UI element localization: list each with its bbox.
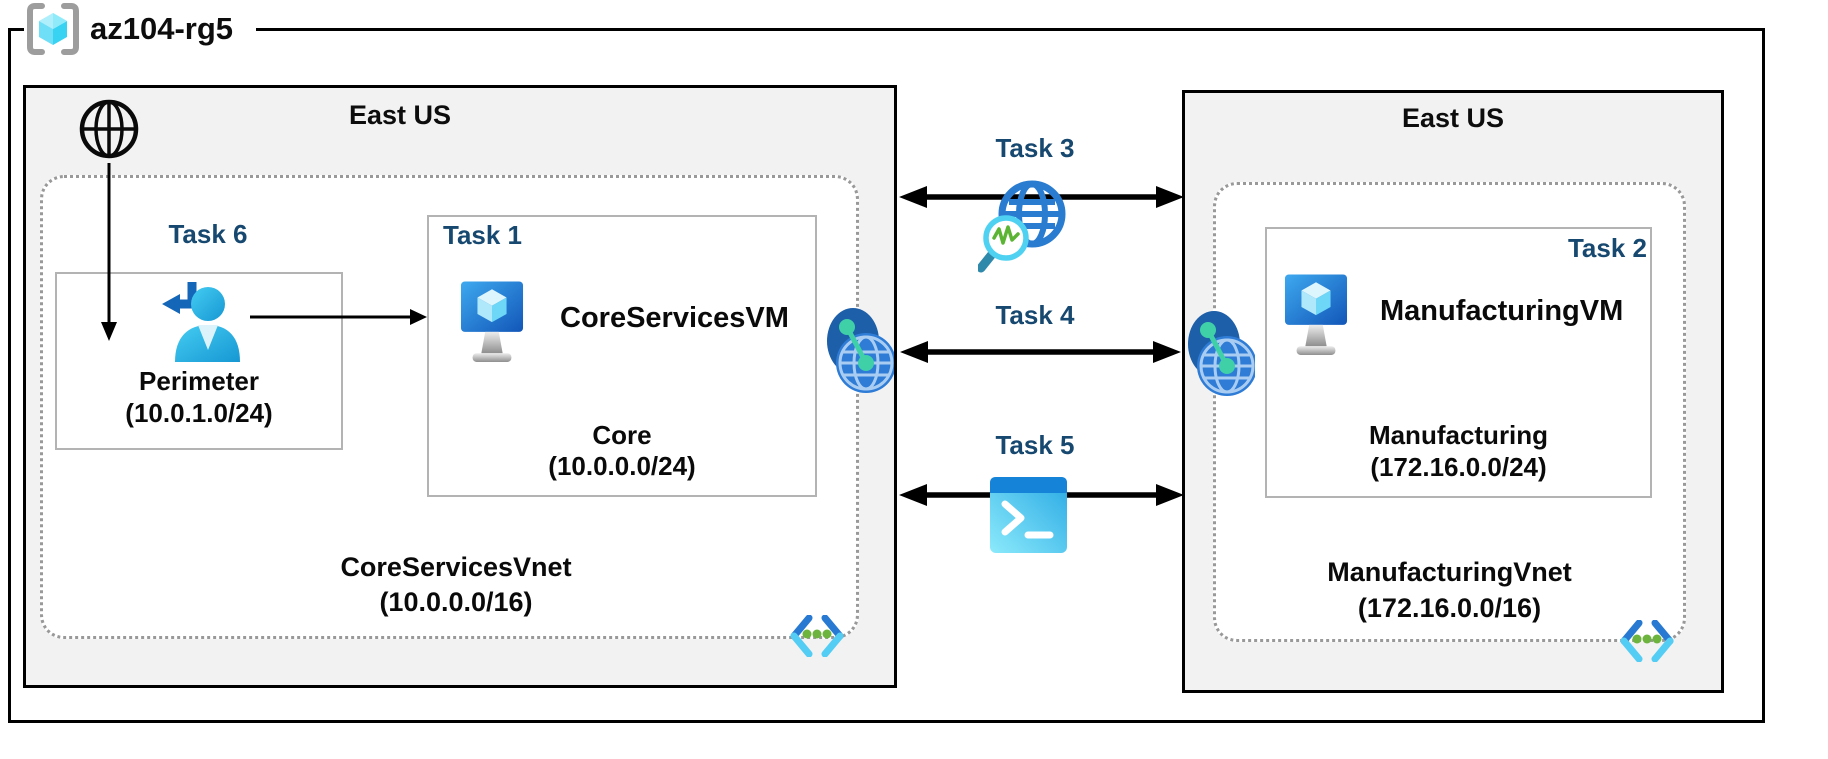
manufacturing-vnet-cidr: (172.16.0.0/16): [1357, 593, 1542, 623]
manufacturing-subnet-box: [1265, 227, 1652, 498]
task3-label: Task 3: [995, 133, 1075, 163]
virtual-machine-icon: [460, 281, 524, 362]
user-signin-icon: [162, 282, 240, 362]
vnet-peering-icon: [827, 308, 894, 393]
right-region-location: East US: [1401, 103, 1505, 133]
resource-group-icon: [27, 3, 79, 55]
task6-label: Task 6: [168, 219, 248, 249]
task5-label: Task 5: [995, 430, 1075, 460]
perimeter-subnet-cidr: (10.0.1.0/24): [125, 398, 273, 428]
core-vnet-cidr: (10.0.0.0/16): [379, 587, 533, 617]
virtual-network-icon: [790, 615, 844, 657]
manufacturing-subnet-cidr: (172.16.0.0/24): [1370, 452, 1547, 482]
perimeter-subnet-name: Perimeter: [139, 366, 259, 396]
vnet-peering-icon: [1188, 311, 1255, 396]
internet-globe-icon: [79, 99, 139, 159]
resource-group-name: az104-rg5: [90, 11, 234, 46]
cloud-shell-icon: [990, 477, 1067, 553]
resource-group-title-area: az104-rg5: [24, 0, 256, 58]
manufacturing-vm-name: ManufacturingVM: [1380, 295, 1624, 327]
task1-label: Task 1: [443, 220, 523, 250]
network-watcher-icon: [978, 180, 1066, 273]
virtual-network-icon: [1620, 620, 1674, 662]
core-subnet-name: Core: [592, 420, 652, 450]
core-subnet-cidr: (10.0.0.0/24): [548, 451, 696, 481]
core-vnet-name: CoreServicesVnet: [340, 552, 572, 582]
task2-label: Task 2: [1567, 233, 1647, 263]
virtual-machine-icon: [1284, 274, 1348, 355]
manufacturing-vnet-name: ManufacturingVnet: [1327, 557, 1572, 587]
resource-group-box: [8, 28, 1765, 723]
manufacturing-subnet-name: Manufacturing: [1368, 420, 1549, 450]
left-region-location: East US: [348, 100, 452, 130]
core-vm-name: CoreServicesVM: [560, 302, 789, 334]
task4-label: Task 4: [995, 300, 1075, 330]
